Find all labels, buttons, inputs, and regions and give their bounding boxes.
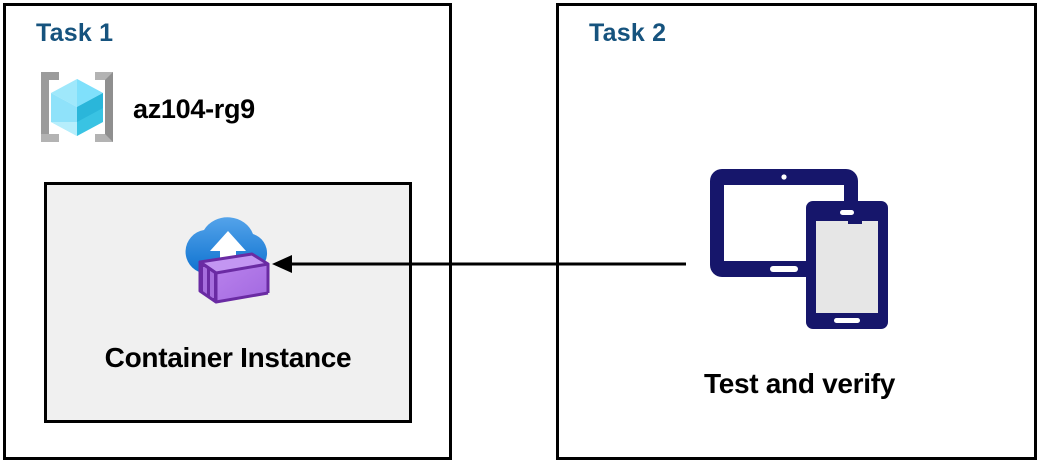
task-1-panel: Task 1	[3, 3, 452, 460]
task-2-title: Task 2	[589, 19, 667, 47]
azure-resource-group-icon	[37, 68, 117, 151]
azure-container-instance-icon	[176, 207, 280, 312]
devices-label: Test and verify	[703, 368, 896, 399]
container-instance-label: Container Instance	[104, 342, 352, 373]
devices-tablet-phone-icon	[702, 161, 898, 338]
container-instance-card: Container Instance	[44, 182, 412, 423]
task-1-title: Task 1	[36, 19, 114, 47]
resource-group-label: az104-rg9	[133, 94, 255, 124]
task-2-panel: Task 2	[556, 3, 1037, 460]
devices-block: Test and verify	[559, 161, 1040, 400]
resource-group-row: az104-rg9	[37, 68, 255, 151]
